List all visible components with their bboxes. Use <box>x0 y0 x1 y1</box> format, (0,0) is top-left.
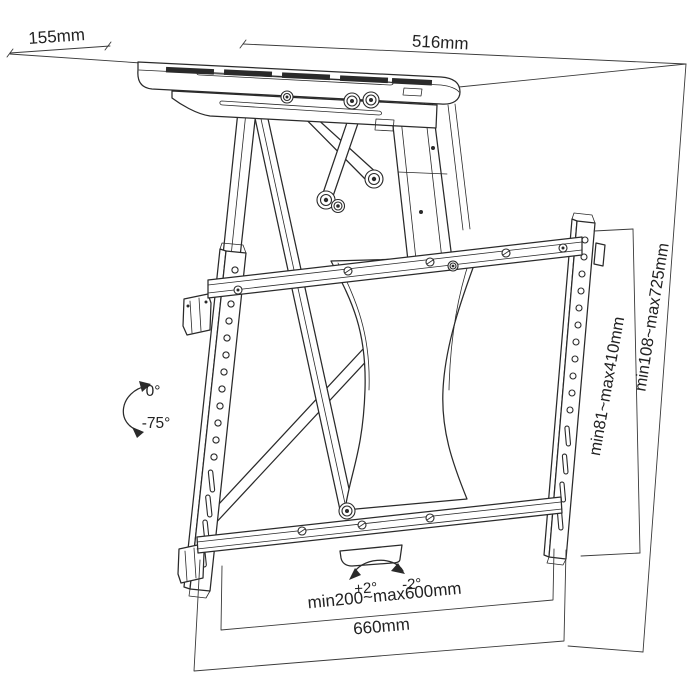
dim-outer-drop-line <box>642 63 687 653</box>
dim-516-label: 516mm <box>411 32 469 54</box>
slide-bar <box>454 103 471 230</box>
plate-channel <box>196 71 394 86</box>
mount-hole <box>575 304 583 312</box>
mount-slot <box>564 425 572 447</box>
mount-hole <box>568 389 576 397</box>
arrow-head <box>132 427 144 438</box>
tilt-plate <box>330 256 478 511</box>
dim-660-label: 660mm <box>352 615 410 639</box>
rail-top-cap <box>571 212 596 224</box>
mount-hole <box>231 266 239 274</box>
dim-155-label: 155mm <box>28 25 86 48</box>
mount-hole <box>225 317 233 325</box>
left-vesa-rail <box>177 242 247 599</box>
upper-crossbar <box>207 236 583 299</box>
mount-slot <box>561 453 569 475</box>
roller <box>362 91 380 109</box>
right-vesa-rail <box>543 212 606 566</box>
mount-hole <box>574 321 582 329</box>
dim-inner-drop-label: min81~max410mm <box>586 315 628 457</box>
dim-516-line <box>242 43 687 65</box>
arrow-head <box>349 568 361 580</box>
mount-hole <box>580 253 588 261</box>
roller <box>343 92 361 110</box>
roller <box>316 190 336 210</box>
rail-top-cap <box>219 242 247 254</box>
fold-angle-arrow <box>122 381 151 438</box>
dim-600-label: min200~max600mm <box>307 579 463 613</box>
ceiling-plate <box>137 61 461 132</box>
mount-hole <box>216 402 224 410</box>
skirt-tab <box>374 118 395 132</box>
dim-outer-drop-label: min108~max725mm <box>631 242 672 393</box>
fold-angle-max-label: -75° <box>142 415 171 432</box>
plate-skirt <box>171 90 438 129</box>
mount-hole <box>220 368 228 376</box>
dim-tick <box>239 39 247 49</box>
slide-bar <box>447 104 464 231</box>
roller <box>364 169 384 189</box>
dim-tick <box>104 41 112 51</box>
ceiling-edge-right <box>458 63 687 88</box>
tilt-minus-label: -2° <box>402 576 422 594</box>
mount-hole <box>210 453 218 461</box>
mount-hole <box>227 300 235 308</box>
rail-clamp-upper <box>182 293 212 336</box>
ceiling-edge-left <box>9 53 142 64</box>
plate-slots <box>165 66 433 97</box>
mount-hole <box>571 355 579 363</box>
ceiling-plane-lines <box>6 39 687 88</box>
mount-slot <box>205 494 213 518</box>
plate-notch <box>402 87 423 97</box>
dim-155-line <box>9 45 111 54</box>
tilt-angle-arrow <box>349 559 405 580</box>
mount-hole <box>578 270 586 278</box>
mount-hole <box>212 436 220 444</box>
arrow-head <box>139 381 151 392</box>
dim-inner-drop-line <box>632 228 641 554</box>
skirt-recess <box>219 100 382 116</box>
mount-hole <box>566 406 574 414</box>
screw-dot <box>419 210 423 214</box>
roller <box>280 90 294 104</box>
fold-angle-min-label: 0° <box>146 383 161 400</box>
dim-tick <box>6 48 14 58</box>
tilt-plus-label: +2° <box>354 579 378 597</box>
lift-column <box>389 98 454 271</box>
plate-body <box>137 61 461 105</box>
roller <box>447 260 459 272</box>
rollers <box>280 90 459 520</box>
screw-dot <box>431 146 435 150</box>
roller <box>330 198 346 214</box>
mount-hole <box>577 287 585 295</box>
rail-clamp-lower <box>177 543 205 584</box>
mount-hole <box>572 338 580 346</box>
rail-tab <box>593 242 606 267</box>
mount-hole <box>581 236 589 244</box>
mount-hole <box>223 334 231 342</box>
arrow-head <box>391 563 405 574</box>
mount-hole <box>222 351 230 359</box>
mount-slot <box>207 469 216 493</box>
mount-hole <box>218 385 226 393</box>
rail-bottom-cap <box>188 588 211 599</box>
mount-hole <box>569 372 577 380</box>
mount-hole <box>214 419 222 427</box>
dim-660-line <box>193 549 567 672</box>
roller <box>338 502 356 520</box>
rail-bottom-cap <box>546 556 567 566</box>
dimension-lines <box>193 63 687 672</box>
dim-600-line <box>220 548 555 631</box>
